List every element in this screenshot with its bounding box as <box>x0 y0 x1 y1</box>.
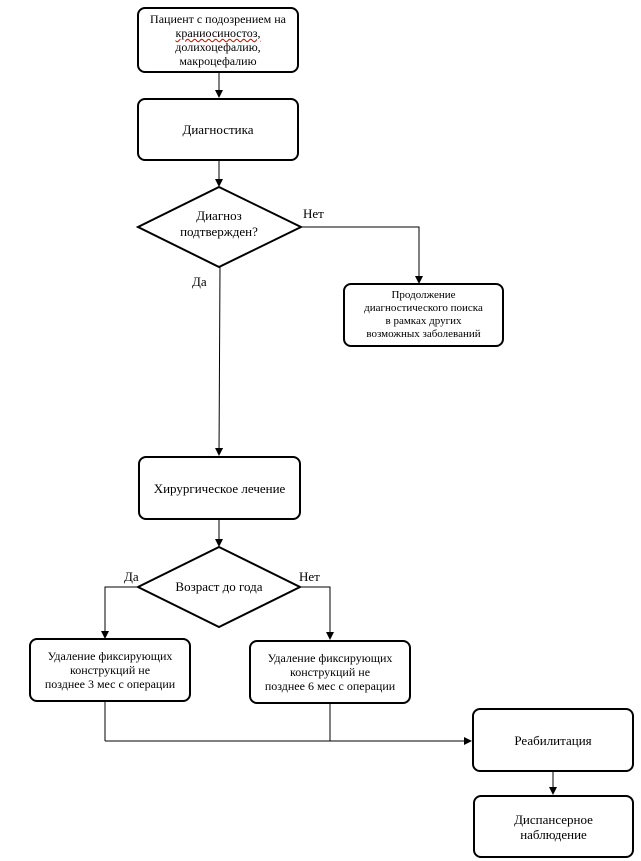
decision1-label: Диагноз подтвержден? <box>159 208 279 240</box>
remove6-line-2: конструкций не <box>289 665 371 679</box>
decision1-diamond <box>135 185 304 269</box>
remove3-line-2: конструкций не <box>69 663 151 677</box>
arrow-decision1-no <box>301 226 423 284</box>
start-line-4: макроцефалию <box>179 54 257 68</box>
decision2-diamond <box>135 545 303 629</box>
decision1-line-2: подтвержден? <box>180 224 258 239</box>
rehab-label: Реабилитация <box>514 732 592 748</box>
remove3-line-3: позднее 3 мес с операции <box>44 677 176 691</box>
arrow-decision2-yes <box>101 586 138 639</box>
continue-line-1: Продолжение <box>391 289 456 301</box>
continue-line-2: диагностического поиска <box>364 302 483 314</box>
start-line-1: Пациент с подозрением на <box>150 12 286 26</box>
decision2-yes-label: Да <box>124 569 139 584</box>
diagnostics-box: Диагностика <box>137 98 299 161</box>
decision1-no-label: Нет <box>303 206 324 221</box>
remove6-line-1: Удаление фиксирующих <box>267 651 393 665</box>
continue-line-4: возможных заболеваний <box>366 328 481 340</box>
decision1-line-1: Диагноз <box>196 208 242 223</box>
start-box: Пациент с подозрением на краниосиностоз,… <box>137 7 299 73</box>
followup-line-2: наблюдение <box>520 826 587 842</box>
rehabilitation-box: Реабилитация <box>472 708 634 772</box>
start-line-3: долихоцефалию, <box>175 40 261 54</box>
arrow-decision1-yes <box>215 266 224 456</box>
remove3-line-1: Удаление фиксирующих <box>47 649 173 663</box>
diagnostics-label: Диагностика <box>182 122 254 137</box>
start-line-2: краниосиностоз, <box>175 26 261 40</box>
followup-box: Диспансерное наблюдение <box>473 795 634 858</box>
continue-line-3: в рамках других <box>385 315 462 327</box>
decision1-yes-label: Да <box>192 274 207 289</box>
remove6-line-3: позднее 6 мес с операции <box>264 679 396 693</box>
surgery-box: Хирургическое лечение <box>138 456 301 520</box>
arrow-decision2-no <box>300 586 334 640</box>
followup-line-1: Диспансерное <box>514 811 593 827</box>
remove-6-months-box: Удаление фиксирующих конструкций не позд… <box>249 640 411 704</box>
decision2-no-label: Нет <box>299 569 320 584</box>
surgery-label: Хирургическое лечение <box>153 480 286 496</box>
decision2-label: Возраст до года <box>175 579 263 594</box>
continue-search-box: Продолжение диагностического поиска в ра… <box>343 283 504 347</box>
remove-3-months-box: Удаление фиксирующих конструкций не позд… <box>29 638 191 702</box>
